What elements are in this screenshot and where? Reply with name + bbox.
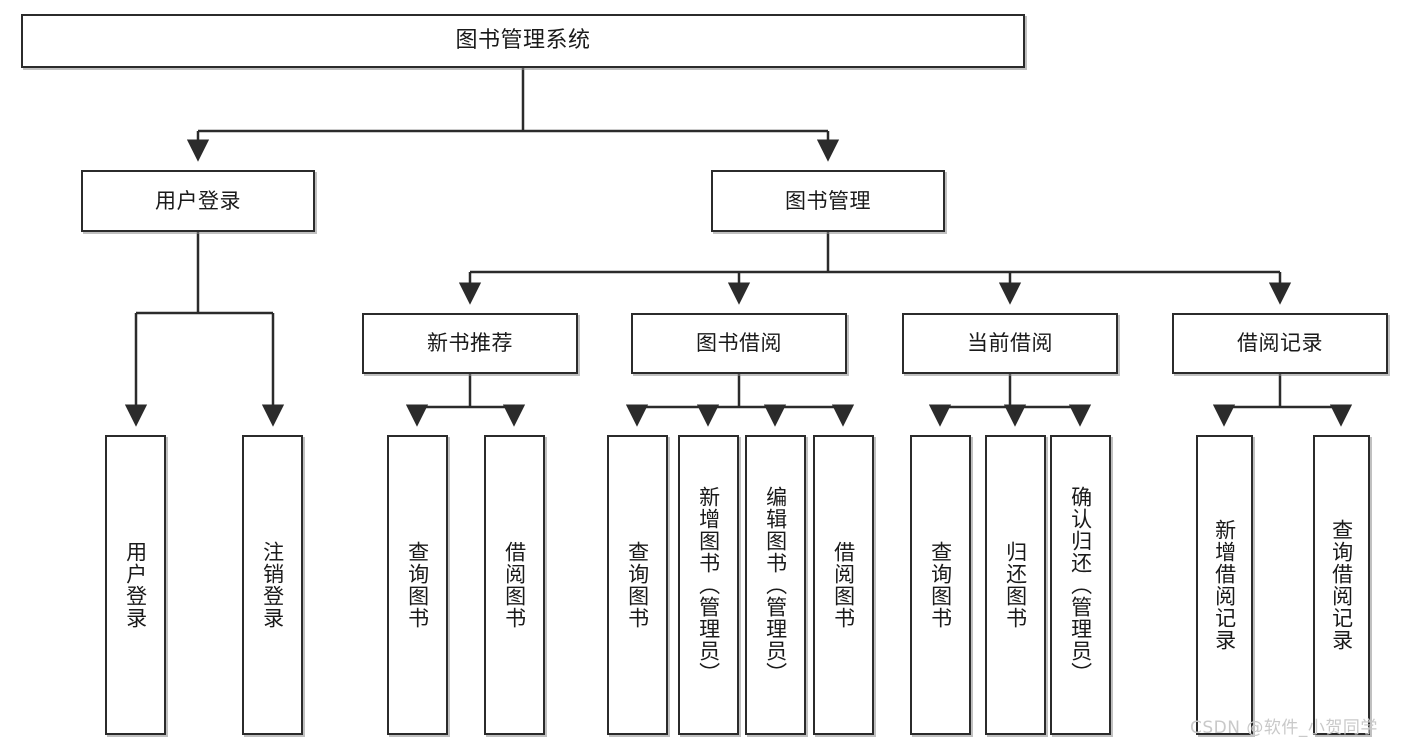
node-user-login[interactable]: 用户登录 bbox=[81, 170, 315, 232]
node-leaf-query-book-1-label: 查询图书 bbox=[405, 541, 430, 629]
node-root-label: 图书管理系统 bbox=[455, 28, 591, 54]
node-leaf-borrow-book-1[interactable]: 借阅图书 bbox=[484, 435, 545, 735]
node-new-book-rec-label: 新书推荐 bbox=[427, 331, 513, 356]
node-leaf-borrow-book-2-label: 借阅图书 bbox=[831, 541, 856, 629]
node-borrow-record-label: 借阅记录 bbox=[1237, 331, 1323, 356]
node-leaf-edit-book[interactable]: 编辑图书（管理员） bbox=[745, 435, 806, 735]
node-leaf-add-book[interactable]: 新增图书（管理员） bbox=[678, 435, 739, 735]
node-leaf-query-record-label: 查询借阅记录 bbox=[1329, 519, 1354, 651]
node-root[interactable]: 图书管理系统 bbox=[21, 14, 1025, 68]
node-book-manage[interactable]: 图书管理 bbox=[711, 170, 945, 232]
node-leaf-confirm-return[interactable]: 确认归还（管理员） bbox=[1050, 435, 1111, 735]
node-leaf-user-logout-label: 注销登录 bbox=[260, 541, 285, 629]
node-leaf-borrow-book-2[interactable]: 借阅图书 bbox=[813, 435, 874, 735]
node-leaf-query-book-2[interactable]: 查询图书 bbox=[607, 435, 668, 735]
node-current-borrow[interactable]: 当前借阅 bbox=[902, 313, 1118, 374]
node-leaf-user-login-label: 用户登录 bbox=[123, 541, 148, 629]
node-leaf-edit-book-label: 编辑图书（管理员） bbox=[763, 486, 788, 684]
node-leaf-query-record[interactable]: 查询借阅记录 bbox=[1313, 435, 1370, 735]
node-leaf-add-book-label: 新增图书（管理员） bbox=[696, 486, 721, 684]
node-leaf-borrow-book-1-label: 借阅图书 bbox=[502, 541, 527, 629]
node-leaf-user-logout[interactable]: 注销登录 bbox=[242, 435, 303, 735]
node-new-book-rec[interactable]: 新书推荐 bbox=[362, 313, 578, 374]
node-current-borrow-label: 当前借阅 bbox=[967, 331, 1053, 356]
node-leaf-add-record-label: 新增借阅记录 bbox=[1212, 519, 1237, 651]
node-user-login-label: 用户登录 bbox=[155, 188, 241, 213]
csdn-watermark: CSDN @软件_小贺同学 bbox=[1190, 718, 1378, 738]
node-leaf-return-book-label: 归还图书 bbox=[1003, 541, 1028, 629]
node-leaf-query-book-3[interactable]: 查询图书 bbox=[910, 435, 971, 735]
node-book-borrow-label: 图书借阅 bbox=[696, 331, 782, 356]
node-leaf-query-book-2-label: 查询图书 bbox=[625, 541, 650, 629]
node-book-borrow[interactable]: 图书借阅 bbox=[631, 313, 847, 374]
node-leaf-query-book-1[interactable]: 查询图书 bbox=[387, 435, 448, 735]
node-book-manage-label: 图书管理 bbox=[785, 188, 871, 213]
node-leaf-query-book-3-label: 查询图书 bbox=[928, 541, 953, 629]
node-leaf-user-login[interactable]: 用户登录 bbox=[105, 435, 166, 735]
node-leaf-add-record[interactable]: 新增借阅记录 bbox=[1196, 435, 1253, 735]
node-leaf-confirm-return-label: 确认归还（管理员） bbox=[1068, 486, 1093, 684]
node-leaf-return-book[interactable]: 归还图书 bbox=[985, 435, 1046, 735]
node-borrow-record[interactable]: 借阅记录 bbox=[1172, 313, 1388, 374]
